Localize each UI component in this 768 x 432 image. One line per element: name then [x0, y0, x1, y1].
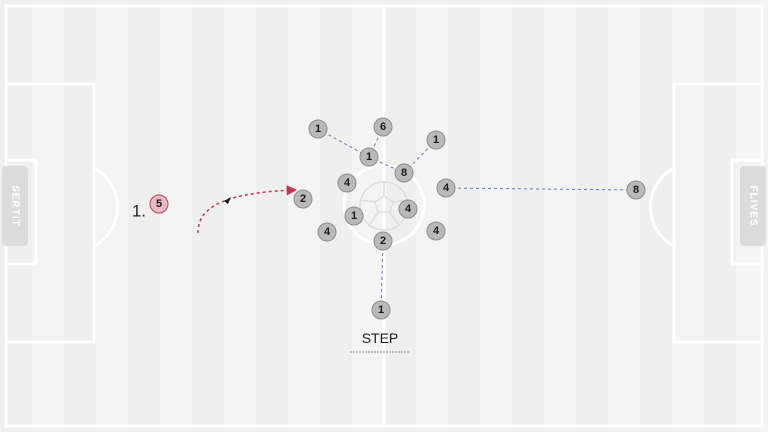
pass-link [445, 187, 637, 191]
player-number: 1 [378, 304, 384, 316]
player-number: 4 [443, 182, 450, 194]
player-token [371, 300, 391, 320]
player-marker[interactable]: 1 [359, 147, 379, 167]
player-token [436, 178, 456, 198]
player-number: 8 [401, 167, 407, 179]
pitch-stripe [640, 0, 672, 432]
player-token [373, 117, 393, 137]
player-marker[interactable]: 1 [426, 130, 446, 150]
player-token [359, 147, 379, 167]
player-marker[interactable]: 1 [344, 206, 364, 226]
player-marker[interactable]: 1 [308, 119, 328, 139]
player-number: 8 [633, 184, 639, 196]
player-token [337, 173, 357, 193]
player-token [373, 231, 393, 251]
player-number: 1 [315, 123, 321, 135]
player-marker[interactable]: 1 [371, 300, 391, 320]
player-number: 4 [324, 226, 331, 238]
pitch-stripe [192, 0, 224, 432]
player-token [394, 163, 414, 183]
player-token [398, 199, 418, 219]
player-number: 1 [433, 134, 439, 146]
player-number: 4 [433, 225, 440, 237]
pitch-stripe [128, 0, 160, 432]
left-penalty-arc [93, 166, 120, 248]
right-penalty-arc [648, 166, 675, 248]
player-marker[interactable]: 8 [626, 180, 646, 200]
player-token [626, 180, 646, 200]
player-number: 6 [380, 121, 386, 133]
pitch-stripe [576, 0, 608, 432]
player-marker[interactable]: 4 [317, 222, 337, 242]
step-title: STEP [362, 330, 399, 346]
player-number: 2 [380, 235, 386, 247]
player-number: 4 [405, 203, 412, 215]
player-marker[interactable]: 2 [373, 231, 393, 251]
player-token [426, 130, 446, 150]
run-direction-arrow-icon [224, 197, 231, 204]
player-number: 1 [351, 210, 357, 222]
pitch-stripe [448, 0, 480, 432]
step-marker[interactable]: 5 [149, 194, 169, 214]
player-number: 4 [344, 177, 351, 189]
player-token [426, 221, 446, 241]
player-number: 2 [300, 193, 306, 205]
player-marker[interactable]: 4 [398, 199, 418, 219]
pitch-stripe [256, 0, 288, 432]
left-side-label: SERTIT [10, 185, 21, 227]
player-marker[interactable]: 4 [337, 173, 357, 193]
player-token [293, 189, 313, 209]
pass-link [317, 128, 370, 158]
pitch-stripes [0, 0, 736, 432]
player-marker[interactable]: 4 [436, 178, 456, 198]
player-number: 1 [366, 151, 372, 163]
player-marker[interactable]: 2 [293, 189, 313, 209]
pitch-stripe [512, 0, 544, 432]
player-marker[interactable]: 8 [394, 163, 414, 183]
pitch-stripe [64, 0, 96, 432]
step-number: 1. [132, 202, 146, 221]
left-goal-tag: SERTIT [2, 166, 28, 246]
right-goal-tag: FLIVES [740, 166, 766, 246]
player-token [317, 222, 337, 242]
player-marker[interactable]: 4 [426, 221, 446, 241]
step-marker-label: 5 [156, 198, 162, 210]
player-token [308, 119, 328, 139]
right-side-label: FLIVES [748, 185, 759, 226]
run-path-arrow [197, 185, 298, 234]
player-token [344, 206, 364, 226]
player-marker[interactable]: 6 [373, 117, 393, 137]
